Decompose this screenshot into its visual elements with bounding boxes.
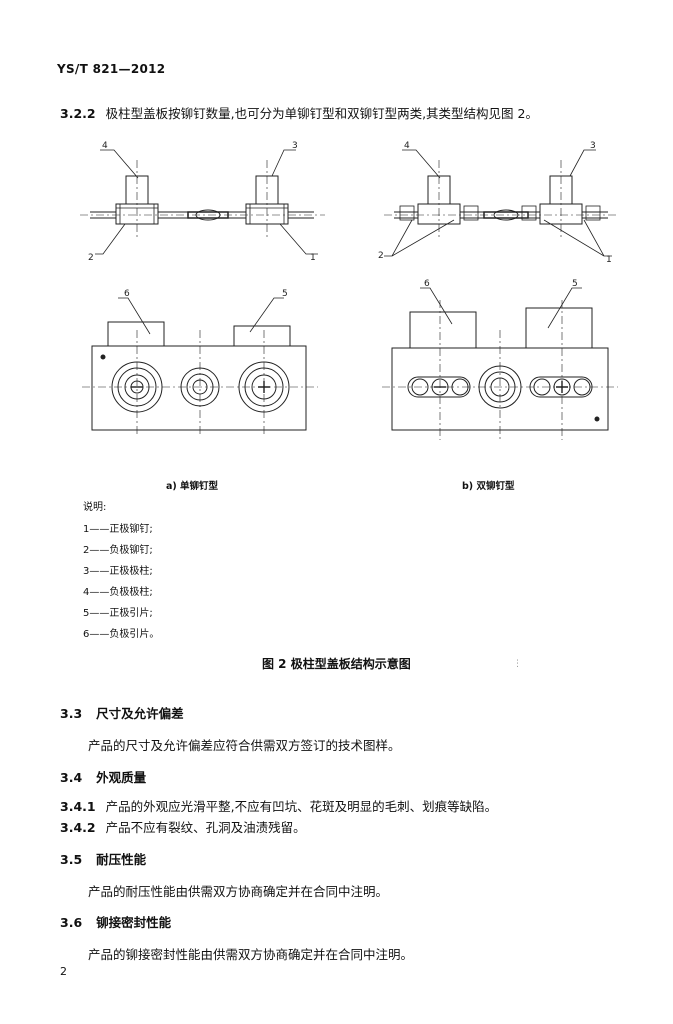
legend-item: 3——正极极柱; (83, 566, 153, 577)
section-title: 耐压性能 (96, 852, 147, 867)
section-3-3-heading: 3.3 尺寸及允许偏差 (60, 703, 184, 722)
section-3-4-heading: 3.4 外观质量 (60, 767, 146, 786)
callout-b-6: 6 (424, 279, 430, 289)
section-3-5-text: 产品的耐压性能由供需双方协商确定并在合同中注明。 (88, 884, 389, 899)
section-number: 3.5 (60, 852, 83, 867)
left-pole-base (115, 203, 159, 225)
clause-number: 3.2.2 (60, 106, 96, 121)
callout-a-1: 1 (310, 253, 316, 263)
callout-a-3: 3 (292, 141, 298, 151)
double-rivet-top-view (382, 287, 618, 440)
section-number: 3.4 (60, 770, 83, 785)
scan-mark: ⋮ (513, 659, 522, 669)
legend-item: 6——负极引片。 (83, 629, 160, 640)
section-3-6-heading: 3.6 铆接密封性能 (60, 912, 171, 931)
callout-b-3: 3 (590, 141, 596, 151)
figure-2-drawing: 4 3 2 1 6 5 4 3 2 1 6 5 (80, 141, 618, 440)
clause-number: 3.4.2 (60, 820, 96, 835)
section-number: 3.3 (60, 706, 83, 721)
positive-tab-right (233, 325, 291, 347)
callout-a-2: 2 (88, 253, 94, 263)
section-3-6-text: 产品的铆接密封性能由供需双方协商确定并在合同中注明。 (88, 947, 414, 962)
callout-b-4: 4 (404, 141, 410, 151)
section-number: 3.6 (60, 915, 83, 930)
callout-b-2: 2 (378, 251, 384, 261)
callout-b-5: 5 (572, 279, 578, 289)
cover-plate-a (91, 345, 307, 431)
single-rivet-top-view (82, 297, 318, 436)
double-rivet-side-view (384, 149, 618, 257)
negative-tab-left (107, 321, 165, 347)
legend-item: 2——负极铆钉; (83, 545, 153, 556)
section-title: 外观质量 (96, 770, 147, 785)
section-title: 铆接密封性能 (96, 915, 172, 930)
legend-title: 说明: (83, 502, 107, 513)
clause-text: 产品不应有裂纹、孔洞及油渍残留。 (105, 820, 306, 835)
legend-item: 1——正极铆钉; (83, 524, 153, 535)
clause-3-4-1: 3.4.1 产品的外观应光滑平整,不应有凹坑、花斑及明显的毛刺、划痕等缺陷。 (60, 796, 497, 815)
figure-title: 图 2 极柱型盖板结构示意图 (262, 657, 411, 671)
callout-a-5: 5 (282, 289, 288, 299)
callout-a-6: 6 (124, 289, 130, 299)
clause-text: 产品的外观应光滑平整,不应有凹坑、花斑及明显的毛刺、划痕等缺陷。 (105, 799, 498, 814)
legend-item: 5——正极引片; (83, 608, 153, 619)
legend-item: 4——负极极柱; (83, 587, 153, 598)
callout-a-4: 4 (102, 141, 108, 151)
caption-b: b) 双铆钉型 (462, 481, 515, 492)
clause-3-4-2: 3.4.2 产品不应有裂纹、孔洞及油渍残留。 (60, 817, 306, 836)
section-3-3-text: 产品的尺寸及允许偏差应符合供需双方签订的技术图样。 (88, 738, 401, 753)
clause-3-2-2: 3.2.2 极柱型盖板按铆钉数量,也可分为单铆钉型和双铆钉型两类,其类型结构见图 … (60, 103, 538, 122)
clause-number: 3.4.1 (60, 799, 96, 814)
single-rivet-side-view (80, 149, 325, 255)
page-number: 2 (60, 965, 67, 978)
section-3-5-heading: 3.5 耐压性能 (60, 849, 146, 868)
clause-text: 极柱型盖板按铆钉数量,也可分为单铆钉型和双铆钉型两类,其类型结构见图 2。 (105, 106, 538, 121)
caption-a: a) 单铆钉型 (166, 481, 219, 492)
document-code: YS/T 821—2012 (57, 62, 166, 76)
section-title: 尺寸及允许偏差 (96, 706, 184, 721)
callout-b-1: 1 (606, 255, 612, 265)
